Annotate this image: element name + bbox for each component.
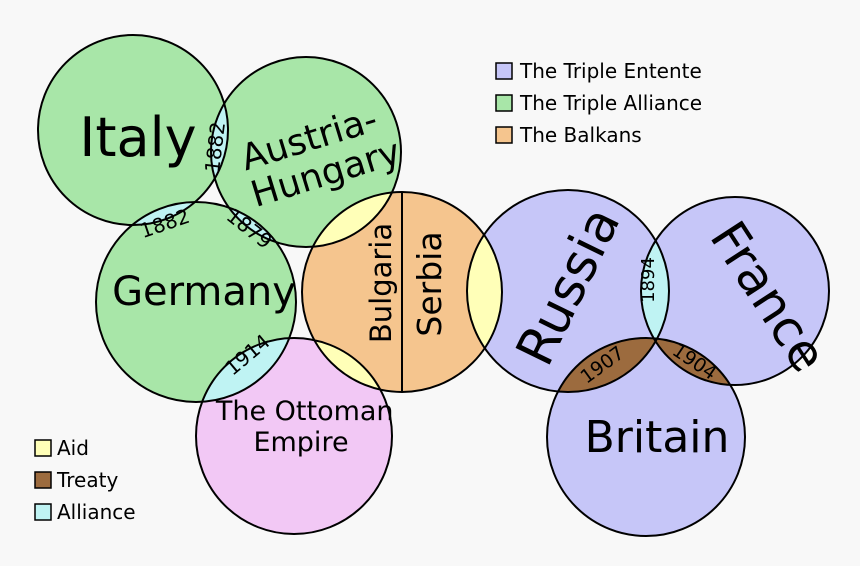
- austria-hungary-circle: [211, 57, 401, 247]
- legend-swatch-entente: [495, 62, 513, 80]
- legend-item-entente: The Triple Entente: [495, 59, 702, 83]
- legend-swatch-aid: [34, 439, 52, 457]
- legend-swatch-balkans: [495, 126, 513, 144]
- relation-legend: Aid Treaty Alliance: [34, 436, 136, 524]
- legend-item-treaty: Treaty: [34, 468, 118, 492]
- britain-label: Britain: [585, 412, 730, 463]
- italy-circle: [38, 35, 228, 225]
- legend-label-aid: Aid: [57, 436, 89, 460]
- france-circle: [641, 197, 829, 385]
- legend-label-alliance: Alliance: [57, 500, 136, 524]
- russia-france-year: 1894: [638, 257, 659, 303]
- legend-label-balkans: The Balkans: [519, 123, 642, 147]
- legend-label-treaty: Treaty: [56, 468, 118, 492]
- legend-swatch-treaty: [34, 471, 52, 489]
- germany-label: Germany: [112, 269, 296, 315]
- legend-item-triple-alliance: The Triple Alliance: [495, 91, 702, 115]
- italy-label: Italy: [79, 106, 196, 169]
- ottoman-label: The Ottoman Empire: [215, 396, 402, 458]
- legend-label-triple-alliance: The Triple Alliance: [519, 91, 702, 115]
- legend-label-entente: The Triple Entente: [519, 59, 702, 83]
- circle-outlines: [37, 34, 830, 537]
- legend-item-alliance: Alliance: [34, 500, 136, 524]
- serbia-label: Serbia: [410, 231, 449, 336]
- legend-item-aid: Aid: [34, 436, 89, 460]
- legend-swatch-alliance: [34, 503, 52, 521]
- germany-ottoman-alliance-lens: [196, 338, 296, 402]
- legend-swatch-triple-alliance: [495, 94, 513, 112]
- legend-item-balkans: The Balkans: [495, 123, 642, 147]
- bulgaria-label: Bulgaria: [364, 223, 398, 343]
- group-legend: The Triple Entente The Triple Alliance T…: [495, 59, 702, 147]
